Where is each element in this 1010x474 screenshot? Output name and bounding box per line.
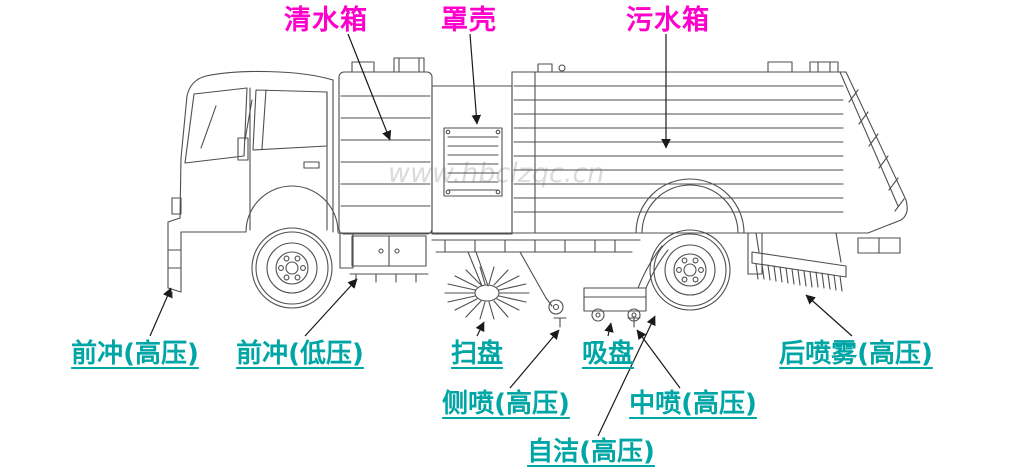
chassis-toolbox xyxy=(337,232,863,283)
rear-spray-bar-part xyxy=(751,232,847,292)
arrow-clean-water-tank xyxy=(347,33,392,141)
label-cover-shell: 罩壳 xyxy=(441,5,497,36)
rear-wheel xyxy=(635,178,763,311)
suction-plate-part xyxy=(583,287,647,312)
arrow-front-flush-high xyxy=(149,287,172,337)
label-side-spray-high-pressure: 侧喷(高压) xyxy=(442,389,570,419)
truck-cab xyxy=(167,70,334,299)
sweeper-assembly xyxy=(431,239,669,328)
arrow-rear-spray xyxy=(805,294,853,337)
side-spray-nozzle xyxy=(553,317,567,328)
arrow-cover-shell xyxy=(469,33,482,125)
label-suction-plate: 吸盘 xyxy=(581,339,635,369)
middle-spray-nozzle xyxy=(627,317,641,328)
label-sewage-tank: 污水箱 xyxy=(626,5,710,36)
arrow-sweep-disc xyxy=(475,321,485,337)
label-clean-water-tank: 清水箱 xyxy=(284,5,368,36)
arrow-middle-spray xyxy=(636,329,681,389)
arrow-front-flush-low xyxy=(304,278,358,337)
label-self-clean-high-pressure: 自洁(高压) xyxy=(527,437,655,467)
sweep-disc-hub xyxy=(474,284,500,302)
label-front-flush-high-pressure: 前冲(高压) xyxy=(71,339,199,369)
label-front-flush-low-pressure: 前冲(低压) xyxy=(236,339,364,369)
label-rear-spray-high-pressure: 后喷雾(高压) xyxy=(779,339,933,369)
sweep-disc-bristles xyxy=(444,266,530,320)
arrow-suction-plate xyxy=(604,322,614,337)
label-middle-spray-high-pressure: 中喷(高压) xyxy=(629,389,757,419)
annotation-arrows xyxy=(149,33,853,437)
clean-water-tank-part xyxy=(338,57,433,235)
label-sweep-disc: 扫盘 xyxy=(450,339,504,369)
arrow-side-spray xyxy=(509,329,560,389)
front-wheel xyxy=(245,185,339,309)
arrow-self-clean xyxy=(597,315,656,437)
